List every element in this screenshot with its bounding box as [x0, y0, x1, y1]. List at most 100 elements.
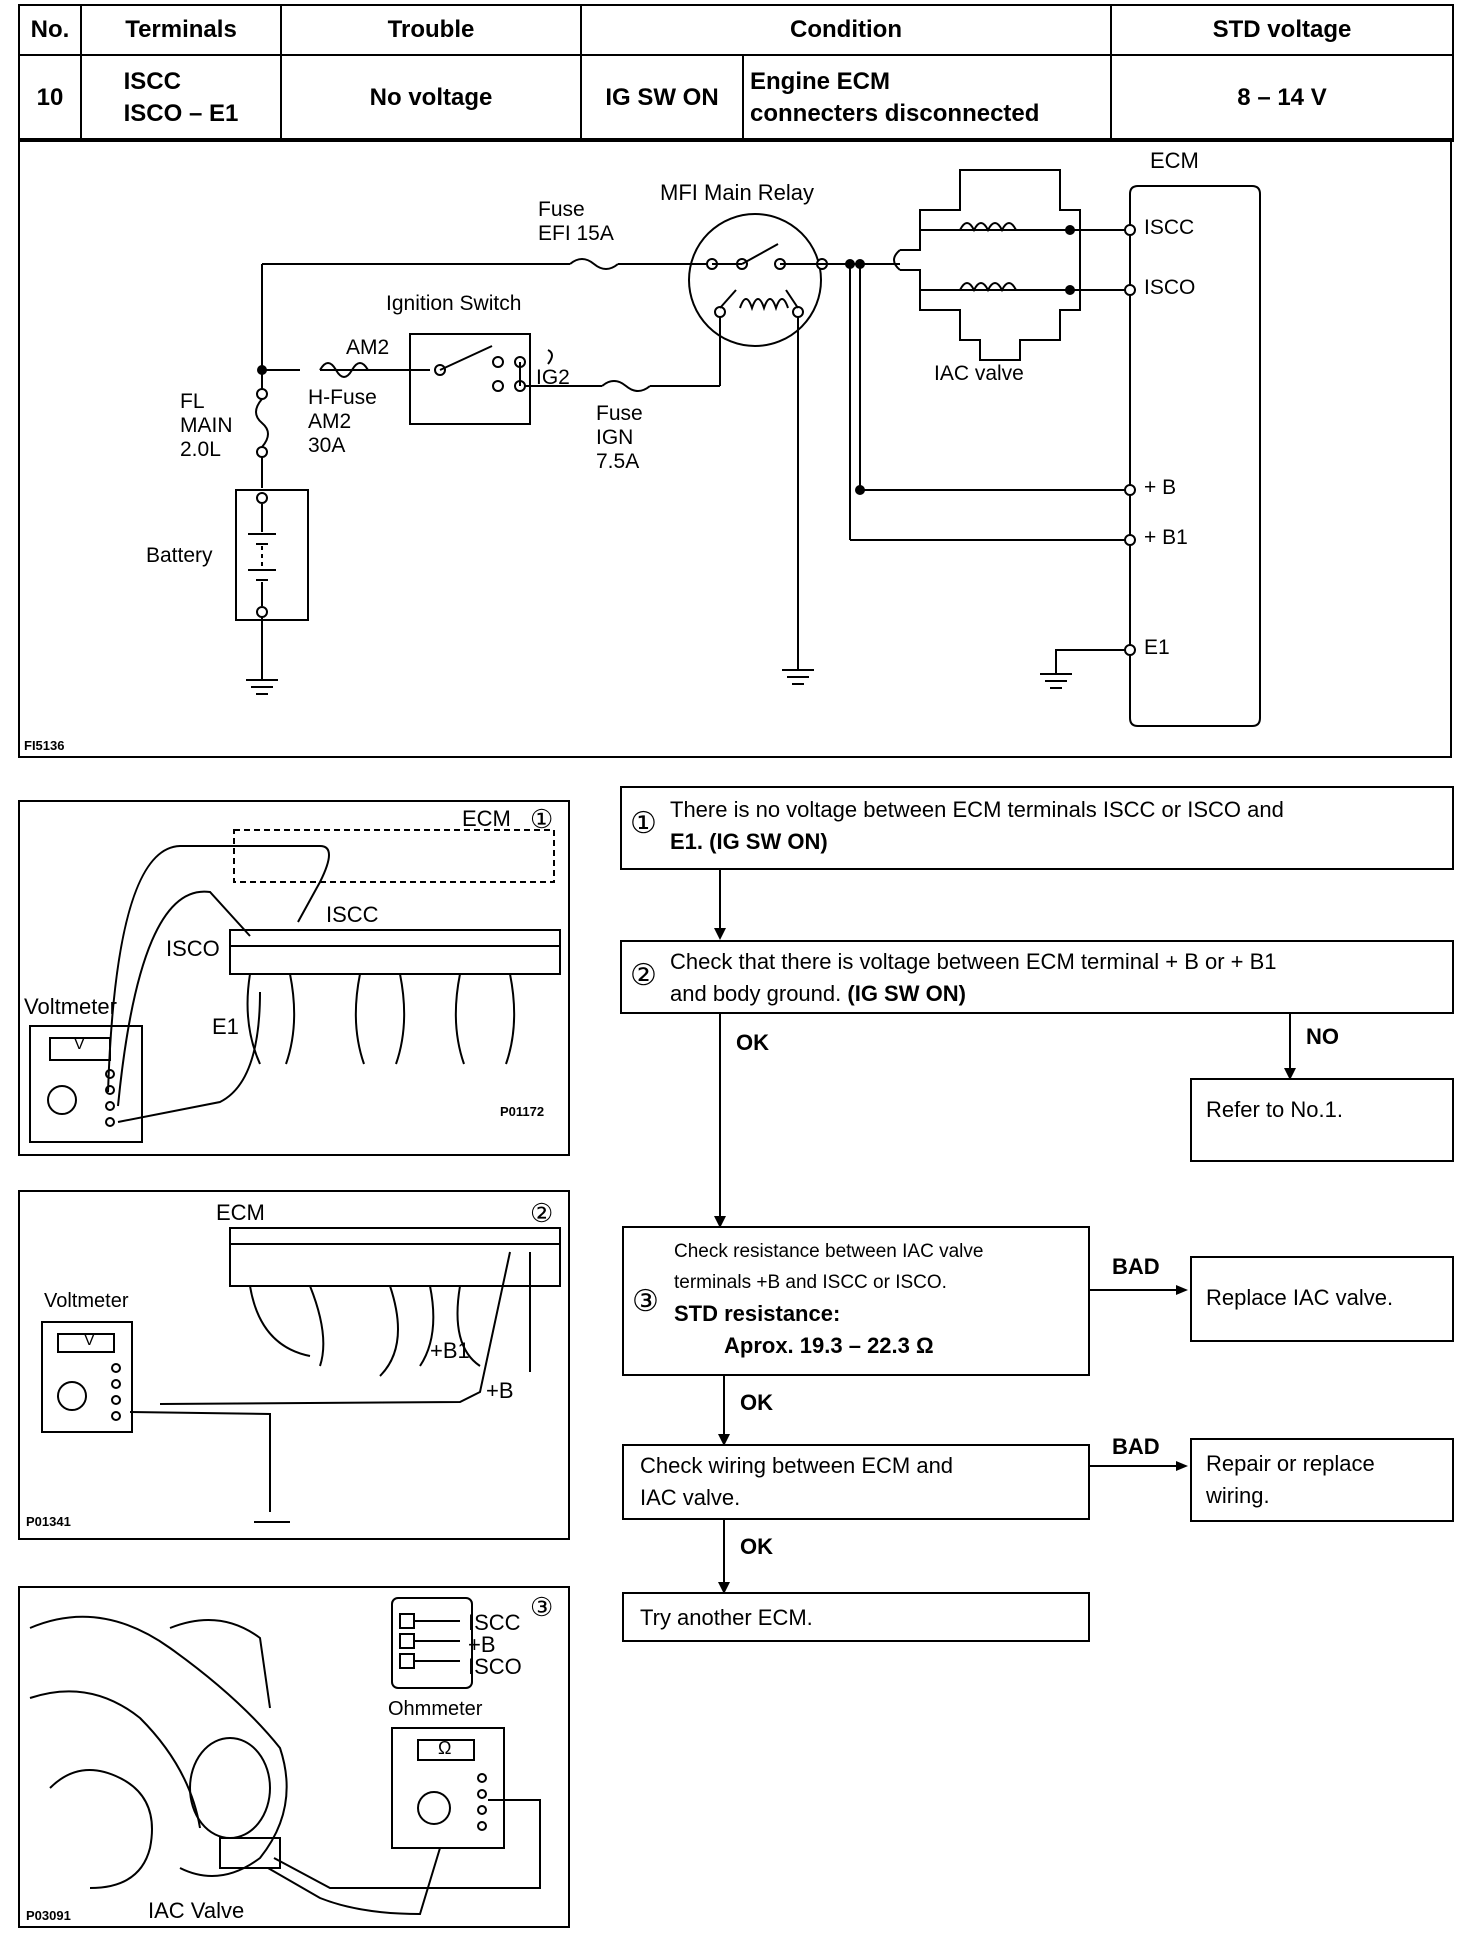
illus2-step-number: ②: [530, 1198, 554, 1228]
row-condition-ecm: Engine ECM connecters disconnected: [742, 54, 1112, 142]
relay-coil: [739, 298, 789, 312]
circuit-plus-b-label: + B: [1144, 476, 1177, 499]
iac-valve-part: [219, 1837, 281, 1869]
step-3-number: ③: [632, 1285, 659, 1318]
condition-line2: connecters disconnected: [750, 100, 1040, 127]
voltmeter-dial: [47, 1085, 77, 1115]
header-std-voltage: STD voltage: [1110, 4, 1454, 56]
illus1-voltmeter-label: Voltmeter: [24, 994, 117, 1019]
voltmeter-dial: [57, 1381, 87, 1411]
fuse-efi-symbol: [569, 258, 619, 270]
circuit-iscc-label: ISCC: [1144, 216, 1195, 239]
flow-refer-box: Refer to No.1.: [1190, 1078, 1454, 1162]
illus1-ecm-label: ECM: [462, 806, 511, 831]
illus2-voltmeter-label: Voltmeter: [44, 1290, 129, 1312]
circuit-plus-b1-label: + B1: [1144, 526, 1188, 549]
no-label: NO: [1306, 1024, 1339, 1049]
h-fuse-symbol: [319, 362, 369, 378]
ecm-connector: [229, 1227, 561, 1287]
harness-3: [454, 973, 516, 1065]
illus1-code: P01172: [500, 1104, 545, 1119]
engine-hose-1: [29, 1690, 201, 1829]
terminal-e1: – E1: [188, 100, 239, 127]
ignition-switch-box: [409, 333, 531, 425]
illustration-1: ECM ① ISCC ISCO Voltmeter E1 V P01172: [18, 800, 570, 1156]
row-std-voltage: 8 – 14 V: [1110, 54, 1454, 142]
illus3-isco-label: ISCO: [468, 1654, 522, 1679]
repair-line2: wiring.: [1206, 1483, 1270, 1508]
ohmmeter-dial: [417, 1791, 451, 1825]
iac-valve-label: IAC valve: [934, 362, 1024, 385]
row-condition-ig: IG SW ON: [580, 54, 744, 142]
ecm-connector-row: [229, 929, 561, 975]
step-1-bold: E1. (IG SW ON): [670, 829, 828, 854]
flow-step-4: Check wiring between ECM and IAC valve.: [622, 1444, 1090, 1520]
test-lead-2: [117, 890, 251, 1107]
test-lead-1: [107, 845, 330, 1093]
step-4-line2: IAC valve.: [640, 1485, 741, 1510]
ok-label-1: OK: [736, 1030, 769, 1055]
fl-main-label-1: FL: [180, 390, 205, 413]
bad-label-1: BAD: [1112, 1254, 1160, 1279]
illus3-code: P03091: [26, 1908, 71, 1923]
illus3-iac-label: IAC Valve: [148, 1898, 245, 1923]
header-terminals: Terminals: [80, 4, 282, 56]
step-2-text2: and body ground.: [670, 981, 842, 1006]
fuse-ign-label-2: IGN: [596, 426, 634, 449]
step-2-text-block: Check that there is voltage between ECM …: [670, 946, 1452, 1010]
iac-coil-1: [959, 222, 1017, 233]
circuit-fig-code: FI5136: [24, 738, 65, 753]
illus1-iscc-label: ISCC: [326, 902, 379, 927]
iac-connector: [391, 1597, 473, 1689]
engine-outline: [29, 1615, 288, 1877]
illustration-3: ③ ISCC +B ISCO Ohmmeter Ω IAC Valve P030…: [18, 1586, 570, 1928]
bad-label-2: BAD: [1112, 1434, 1160, 1459]
step-3-std: STD resistance:: [674, 1301, 841, 1326]
ig2-label: IG2: [536, 366, 570, 389]
row-no: 10: [18, 54, 82, 142]
step-2-number: ②: [630, 959, 657, 992]
flow-step-5: Try another ECM.: [622, 1592, 1090, 1642]
header-trouble: Trouble: [280, 4, 582, 56]
ignition-switch-label: Ignition Switch: [386, 292, 522, 315]
fl-main-symbol: [255, 398, 269, 448]
ohmmeter-lead-2: [273, 1799, 541, 1889]
main-relay-label: MFI Main Relay: [660, 180, 815, 205]
h-fuse-label-2: AM2: [308, 410, 352, 433]
harness-1: [246, 973, 296, 1065]
circuit-isco-label: ISCO: [1144, 276, 1196, 299]
refer-text: Refer to No.1.: [1206, 1097, 1343, 1122]
ok-label-3: OK: [740, 1534, 773, 1559]
step-1-text: There is no voltage between ECM terminal…: [670, 797, 1284, 822]
voltmeter-body: [29, 1025, 143, 1143]
iac-valve-body: [900, 169, 1081, 361]
h-fuse-label-3: 30A: [308, 434, 346, 457]
throttle-body: [189, 1737, 271, 1839]
flow-step-1: ① There is no voltage between ECM termin…: [620, 786, 1454, 870]
illus3-iscc-label: ISCC: [468, 1610, 521, 1635]
fl-main-label-3: 2.0L: [180, 438, 221, 461]
row-trouble: No voltage: [280, 54, 582, 142]
step-2-bold: (IG SW ON): [847, 981, 966, 1006]
wire-battery-up: [261, 264, 300, 371]
ground-lead: [129, 1411, 271, 1512]
ignition-switch-contact: [439, 345, 493, 371]
spec-table: No. Terminals Trouble Condition STD volt…: [18, 4, 1454, 142]
harness-b: [379, 1285, 435, 1377]
step-3-value: Aprox. 19.3 – 22.3 Ω: [724, 1333, 934, 1358]
battery-label: Battery: [146, 544, 213, 567]
terminal-iscc: ISCC: [123, 68, 181, 95]
circuit-diagram: ECM ISCC ISCO + B + B1 E1 MFI Main Relay…: [18, 138, 1452, 758]
harness-c: [456, 1285, 481, 1367]
illus3-b-label: +B: [468, 1632, 496, 1657]
harness-a: [249, 1285, 325, 1367]
iac-coil-2: [959, 282, 1017, 293]
ecm-box: [1129, 185, 1261, 727]
repair-line1: Repair or replace: [1206, 1451, 1375, 1476]
illus3-omega-symbol: Ω: [438, 1738, 452, 1758]
step-5-text: Try another ECM.: [640, 1605, 813, 1630]
illus2-code: P01341: [26, 1514, 71, 1529]
am2-label: AM2: [346, 336, 390, 359]
